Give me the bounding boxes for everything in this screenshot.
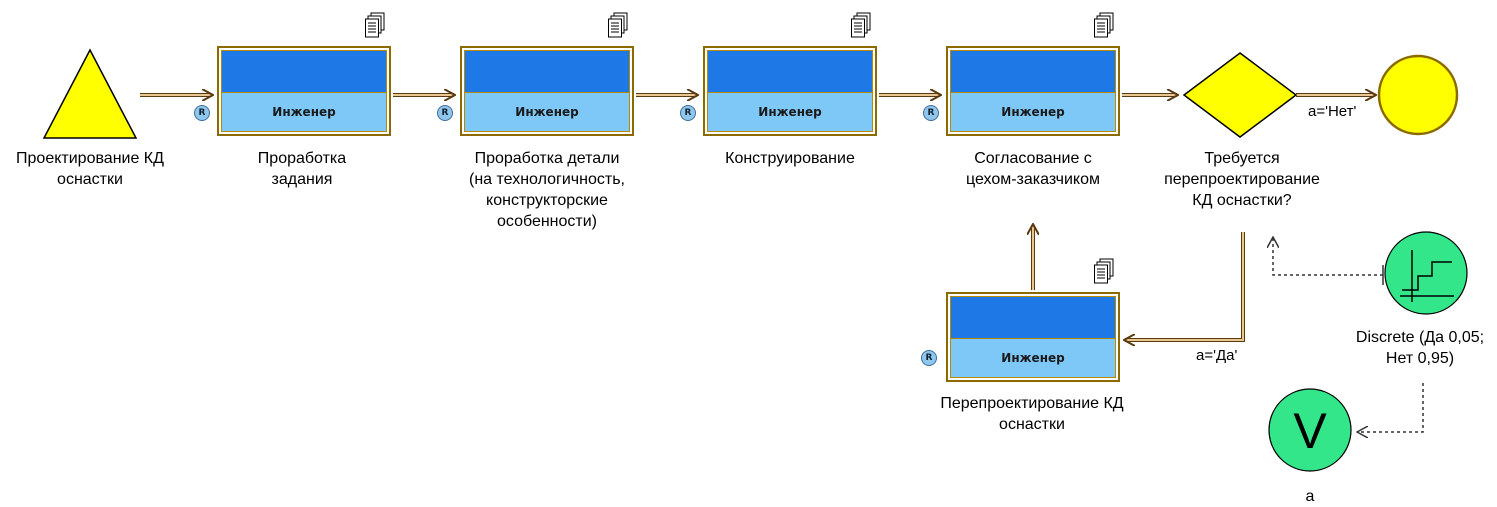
discrete-generator-circle[interactable]: [1384, 231, 1468, 315]
generator-to-decision-link: [1273, 238, 1383, 276]
generator-label: Discrete (Да 0,05; Нет 0,95): [1355, 329, 1485, 367]
document-stack-icon[interactable]: [365, 12, 385, 38]
variable-label: a: [1305, 488, 1315, 505]
start-event-label: Проектирование КД оснастки: [16, 150, 164, 188]
flow-connectors: [140, 95, 1375, 340]
condition-no-label: a='Нет': [1308, 103, 1357, 120]
activity-header: [950, 50, 1116, 96]
activity-header: [221, 50, 387, 96]
resource-badge-icon[interactable]: R: [921, 350, 937, 366]
activity-header: [707, 50, 873, 96]
generator-to-variable-link: [1358, 383, 1424, 432]
activity-4-box[interactable]: Инженер: [946, 46, 1120, 136]
resource-label: Инженер: [464, 92, 630, 132]
end-event-circle[interactable]: [1377, 54, 1459, 136]
document-stack-icon[interactable]: [851, 12, 871, 38]
activity-4-label: Согласование с цехом-заказчиком: [965, 150, 1101, 188]
resource-label: Инженер: [221, 92, 387, 132]
resource-label: Инженер: [950, 338, 1116, 378]
resource-label: Инженер: [707, 92, 873, 132]
dashed-links: [1273, 238, 1424, 432]
document-stack-icon[interactable]: [1094, 258, 1114, 284]
activity-1-box[interactable]: Инженер: [217, 46, 391, 136]
activity-header: [464, 50, 630, 96]
resource-badge-icon[interactable]: R: [194, 105, 210, 121]
condition-yes-label: a='Да': [1196, 347, 1238, 364]
activity-3-label: Конструирование: [725, 150, 855, 167]
activity-5-box[interactable]: Инженер: [946, 292, 1120, 382]
step-function-icon: [1400, 250, 1454, 302]
connector-decision-to-rework: [1125, 232, 1245, 340]
resource-label: Инженер: [950, 92, 1116, 132]
activity-5-label: Перепроектирование КД оснастки: [940, 395, 1124, 433]
activity-1-label: Проработка задания: [257, 150, 347, 188]
resource-badge-icon[interactable]: R: [923, 105, 939, 121]
activity-2-label: Проработка детали (на технологичность, к…: [469, 150, 625, 230]
start-event-triangle[interactable]: [42, 48, 138, 139]
activity-2-box[interactable]: Инженер: [460, 46, 634, 136]
variable-symbol: V: [1293, 403, 1327, 459]
resource-badge-icon[interactable]: R: [680, 105, 696, 121]
variable-circle[interactable]: [1268, 388, 1352, 472]
document-stack-icon[interactable]: [1094, 12, 1114, 38]
resource-badge-icon[interactable]: R: [437, 105, 453, 121]
document-stack-icon[interactable]: [608, 12, 628, 38]
decision-label: Требуется перепроектирование КД оснастки…: [1164, 150, 1320, 209]
activity-3-box[interactable]: Инженер: [703, 46, 877, 136]
decision-diamond[interactable]: [1182, 52, 1298, 138]
activity-header: [950, 296, 1116, 342]
